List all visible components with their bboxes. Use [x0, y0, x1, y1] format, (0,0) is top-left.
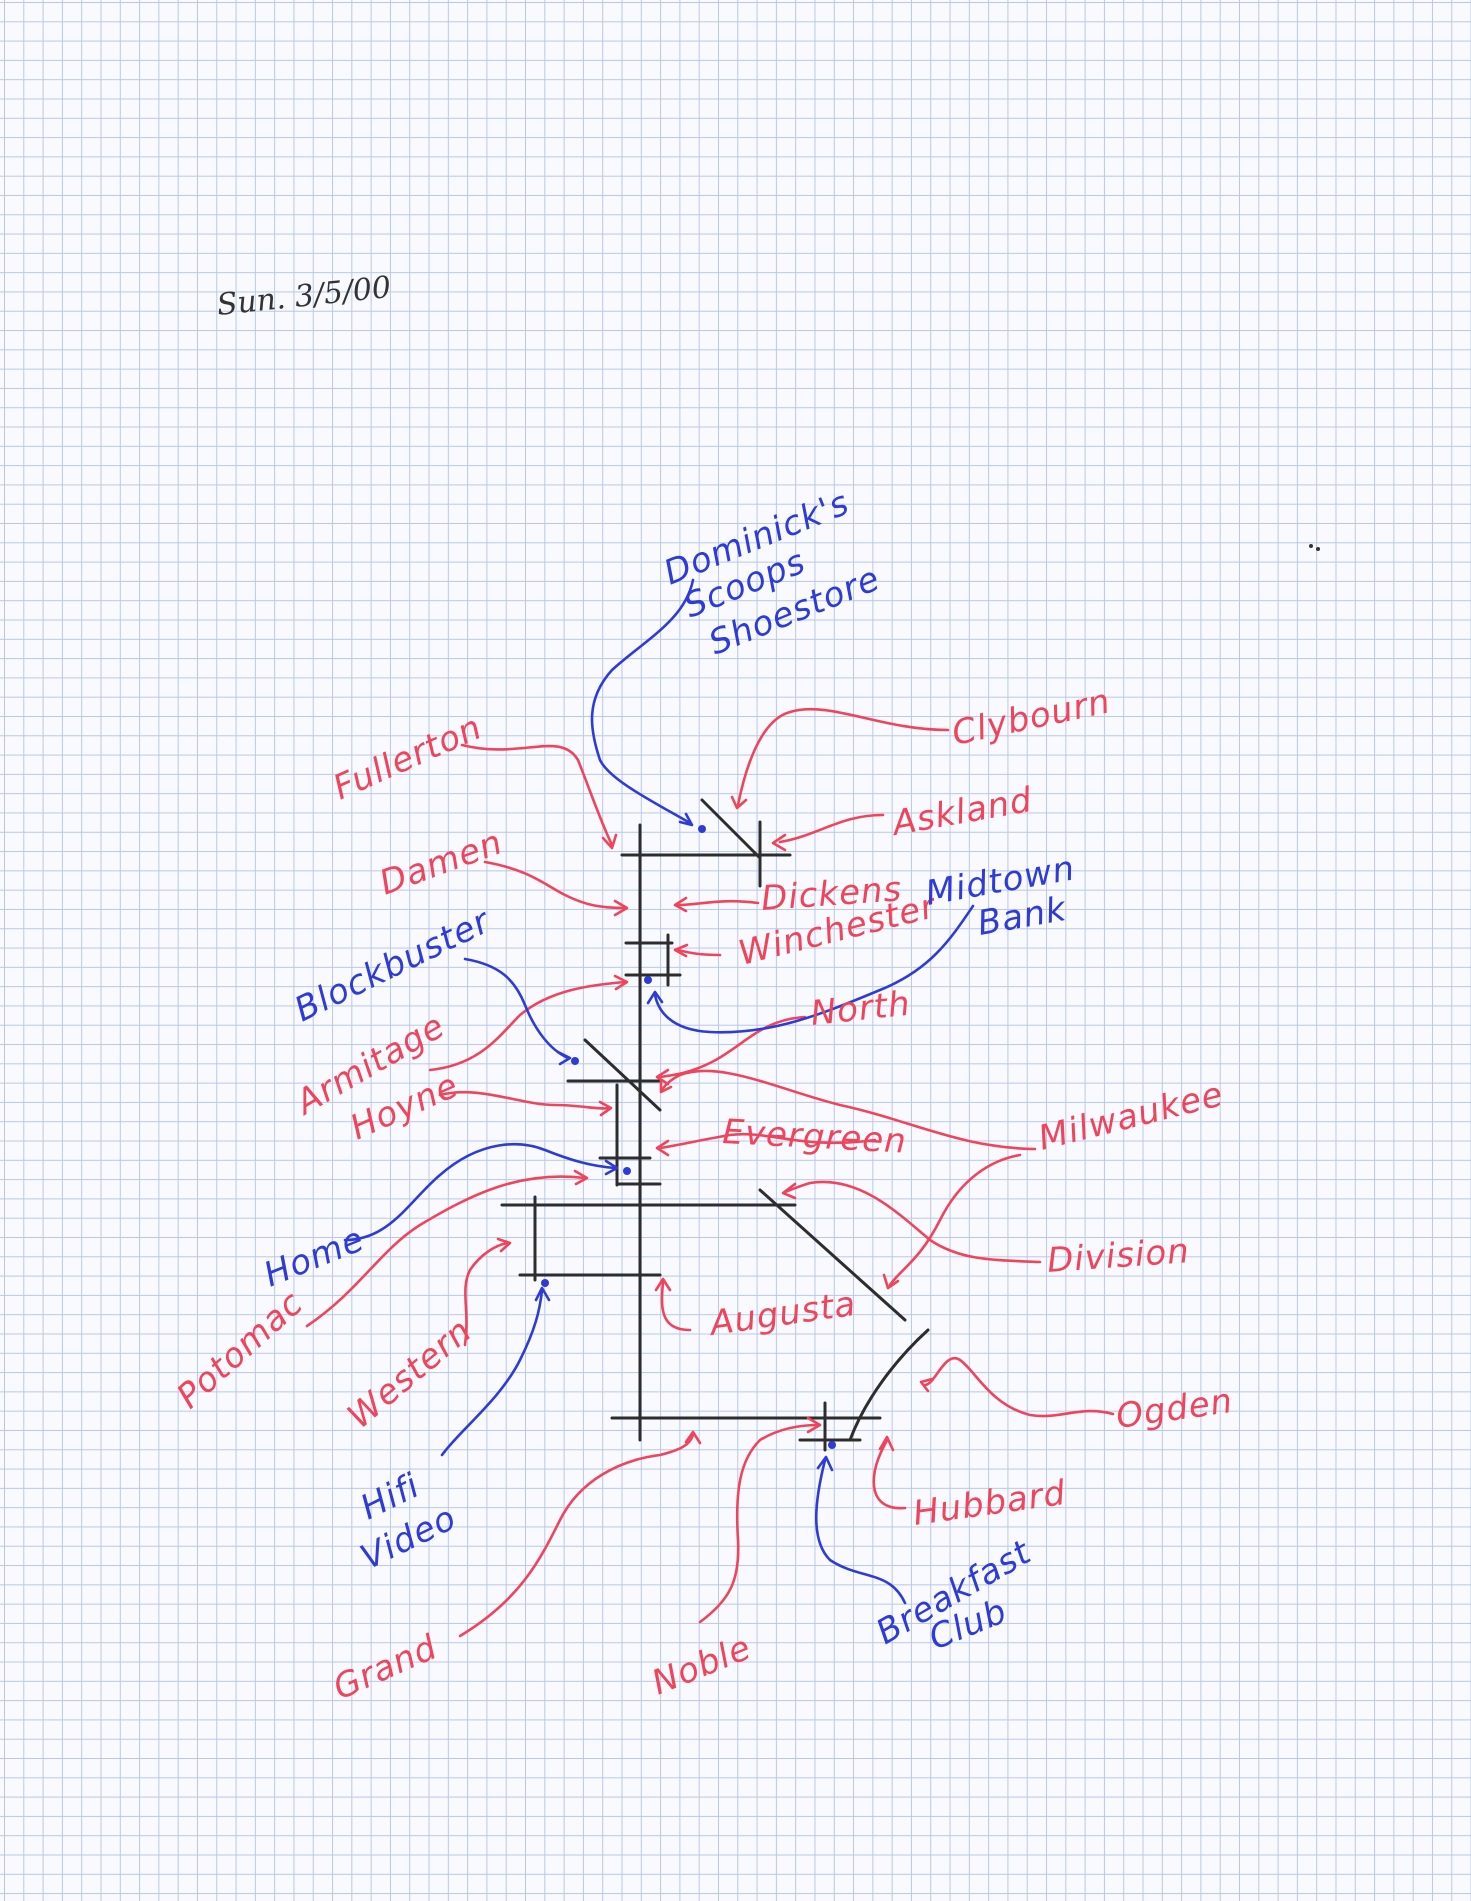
label-noble: Noble [646, 1628, 757, 1704]
label-fullerton: Fullerton [327, 707, 488, 808]
place-pins [541, 825, 836, 1449]
label-blockbuster: Blockbuster [288, 901, 497, 1030]
ink-specks [1309, 544, 1320, 551]
pin-dominicks [698, 825, 706, 833]
label-potomac: Potomac [169, 1283, 311, 1417]
label-dickens: Dickens [760, 869, 904, 919]
road-ogden [848, 1328, 930, 1442]
road-milwaukee-north [583, 1038, 662, 1112]
pin-midtown-bank [644, 976, 652, 984]
label-north: North [809, 984, 913, 1034]
pin-breakfast-club [828, 1441, 836, 1449]
label-grand: Grand [327, 1627, 443, 1708]
label-hubbard: Hubbard [911, 1473, 1069, 1534]
label-clybourn: Clybourn [949, 681, 1115, 754]
place-arrows [343, 578, 975, 1605]
pin-home [623, 1167, 631, 1175]
street-labels: Fullerton Clybourn Askland Damen Dickens… [169, 681, 1235, 1708]
road-clybourn [700, 798, 762, 860]
label-askland: Askland [888, 780, 1036, 844]
label-milwaukee: Milwaukee [1035, 1074, 1228, 1159]
road-milwaukee-south [758, 1188, 907, 1322]
label-damen: Damen [374, 822, 508, 903]
date-label: Sun. 3/5/00 [215, 270, 393, 323]
pin-blockbuster [571, 1057, 579, 1065]
pin-hifi-video [541, 1279, 549, 1287]
road-network [500, 798, 930, 1452]
label-ogden: Ogden [1114, 1381, 1236, 1437]
label-western: Western [340, 1310, 480, 1436]
label-division: Division [1046, 1231, 1191, 1281]
label-augusta: Augusta [706, 1284, 859, 1344]
label-home: Home [258, 1219, 370, 1295]
street-arrows [305, 707, 1115, 1638]
label-evergreen: Evergreen [722, 1112, 908, 1162]
